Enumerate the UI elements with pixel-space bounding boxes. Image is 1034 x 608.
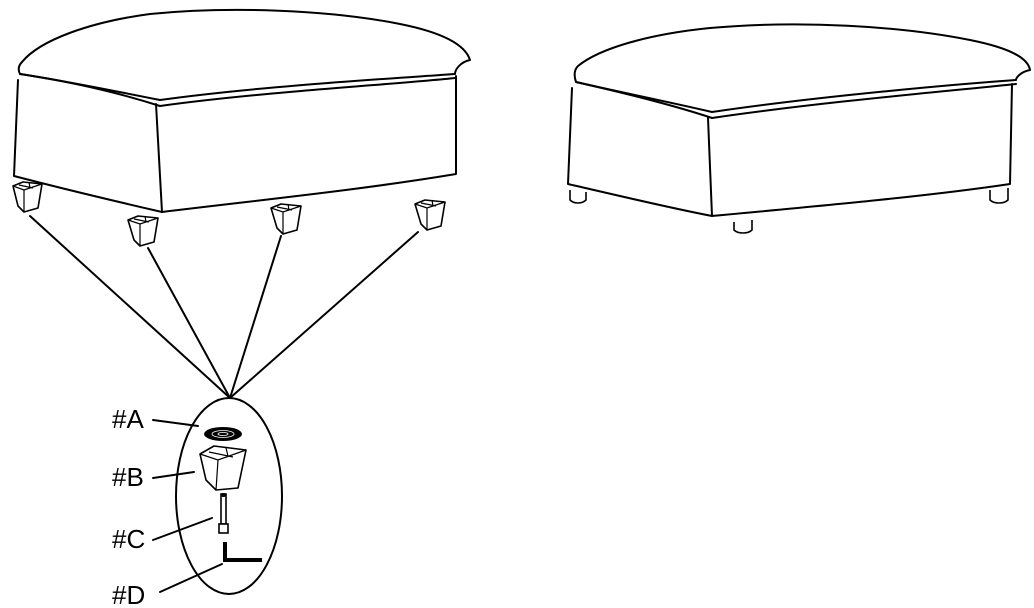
- ottoman-exploded: [13, 10, 470, 398]
- hardware-detail: #A #B #C #D: [112, 398, 282, 608]
- label-a: #A: [112, 404, 144, 434]
- label-b-leader: [153, 472, 194, 478]
- leader-line: [230, 232, 418, 398]
- leader-line: [230, 236, 281, 398]
- leg: [128, 216, 158, 246]
- ottoman-body-side: [712, 84, 1012, 216]
- leg: [13, 182, 42, 212]
- leg: [415, 200, 445, 230]
- allen-key-icon: [225, 542, 262, 560]
- ottoman-assembled: [568, 24, 1030, 233]
- foot: [570, 190, 586, 203]
- leg: [271, 204, 301, 234]
- foot: [990, 188, 1008, 203]
- ottoman-body-side: [162, 76, 456, 212]
- label-b: #B: [112, 462, 144, 492]
- bolt-icon: [219, 493, 228, 533]
- leg-icon: [200, 446, 246, 490]
- label-c-leader: [153, 518, 212, 540]
- leader-line: [148, 248, 230, 398]
- label-a-leader: [153, 420, 198, 426]
- label-c: #C: [112, 524, 145, 554]
- label-d-leader: [160, 564, 222, 592]
- leader-line: [30, 216, 230, 398]
- glide-disc-icon: [204, 427, 242, 441]
- foot: [734, 220, 752, 233]
- label-d: #D: [112, 580, 145, 608]
